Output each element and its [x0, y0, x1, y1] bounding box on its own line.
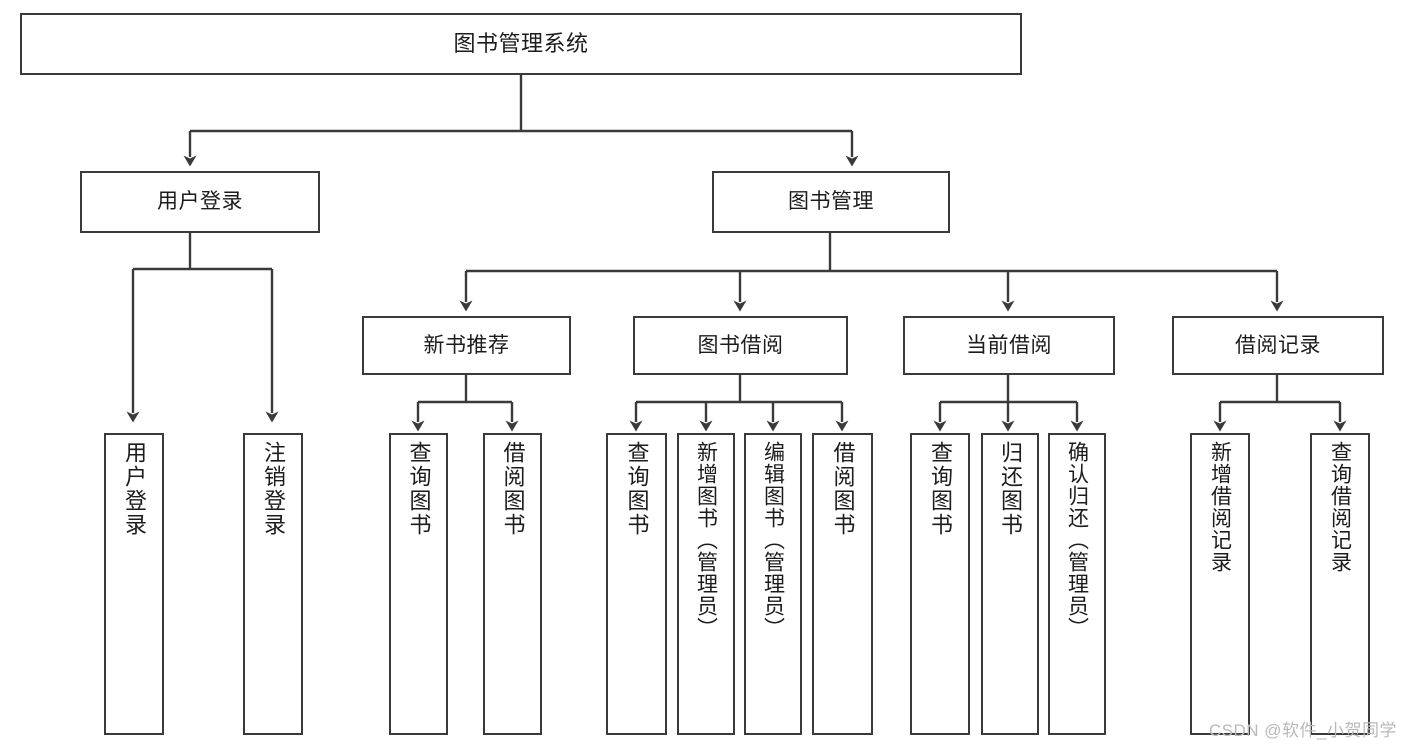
node-leaf-query-borrow-record[interactable]: 查询借阅记录	[1310, 433, 1370, 735]
node-new-book-recommendation[interactable]: 新书推荐	[362, 316, 571, 375]
node-root-library-system[interactable]: 图书管理系统	[20, 13, 1022, 75]
node-book-borrowing[interactable]: 图书借阅	[633, 316, 848, 375]
node-book-management[interactable]: 图书管理	[712, 171, 950, 233]
node-leaf-borrow-book[interactable]: 借阅图书	[812, 433, 873, 735]
node-leaf-edit-book-admin[interactable]: 编辑图书（管理员）	[744, 433, 802, 735]
node-label: 图书管理	[788, 190, 874, 214]
node-label: 图书借阅	[697, 333, 784, 357]
node-leaf-query-book-current[interactable]: 查询图书	[910, 433, 970, 735]
node-leaf-query-book-borrow[interactable]: 查询图书	[606, 433, 667, 735]
node-leaf-query-book-newbook[interactable]: 查询图书	[389, 433, 448, 735]
node-label: 确认归还（管理员）	[1065, 441, 1089, 639]
node-label: 归还图书	[998, 441, 1023, 537]
node-leaf-return-book[interactable]: 归还图书	[981, 433, 1039, 735]
node-label: 查询借阅记录	[1328, 441, 1352, 573]
node-label: 查询图书	[928, 441, 953, 537]
node-label: 注销登录	[261, 441, 286, 537]
node-label: 用户登录	[122, 441, 147, 537]
node-borrowing-records[interactable]: 借阅记录	[1172, 316, 1384, 375]
node-label: 查询图书	[406, 441, 432, 537]
node-leaf-add-borrow-record[interactable]: 新增借阅记录	[1190, 433, 1250, 735]
node-label: 借阅图书	[830, 441, 856, 537]
node-label: 用户登录	[157, 190, 243, 214]
node-leaf-add-book-admin[interactable]: 新增图书（管理员）	[677, 433, 735, 735]
csdn-watermark: CSDN @软件_小贺同学	[1208, 721, 1397, 740]
node-label: 当前借阅	[966, 333, 1052, 357]
node-label: 新书推荐	[423, 333, 510, 357]
node-current-borrowing[interactable]: 当前借阅	[903, 316, 1115, 375]
node-label: 编辑图书（管理员）	[761, 441, 785, 639]
node-label: 图书管理系统	[453, 30, 589, 56]
node-label: 借阅记录	[1235, 333, 1321, 357]
node-leaf-logout[interactable]: 注销登录	[243, 433, 303, 735]
node-leaf-confirm-return-admin[interactable]: 确认归还（管理员）	[1048, 433, 1106, 735]
node-label: 新增借阅记录	[1208, 441, 1232, 573]
node-leaf-borrow-book-newbook[interactable]: 借阅图书	[483, 433, 542, 735]
node-user-login[interactable]: 用户登录	[80, 171, 320, 233]
node-label: 借阅图书	[500, 441, 526, 537]
node-label: 新增图书（管理员）	[694, 441, 718, 639]
node-label: 查询图书	[624, 441, 650, 537]
node-leaf-user-login[interactable]: 用户登录	[104, 433, 164, 735]
